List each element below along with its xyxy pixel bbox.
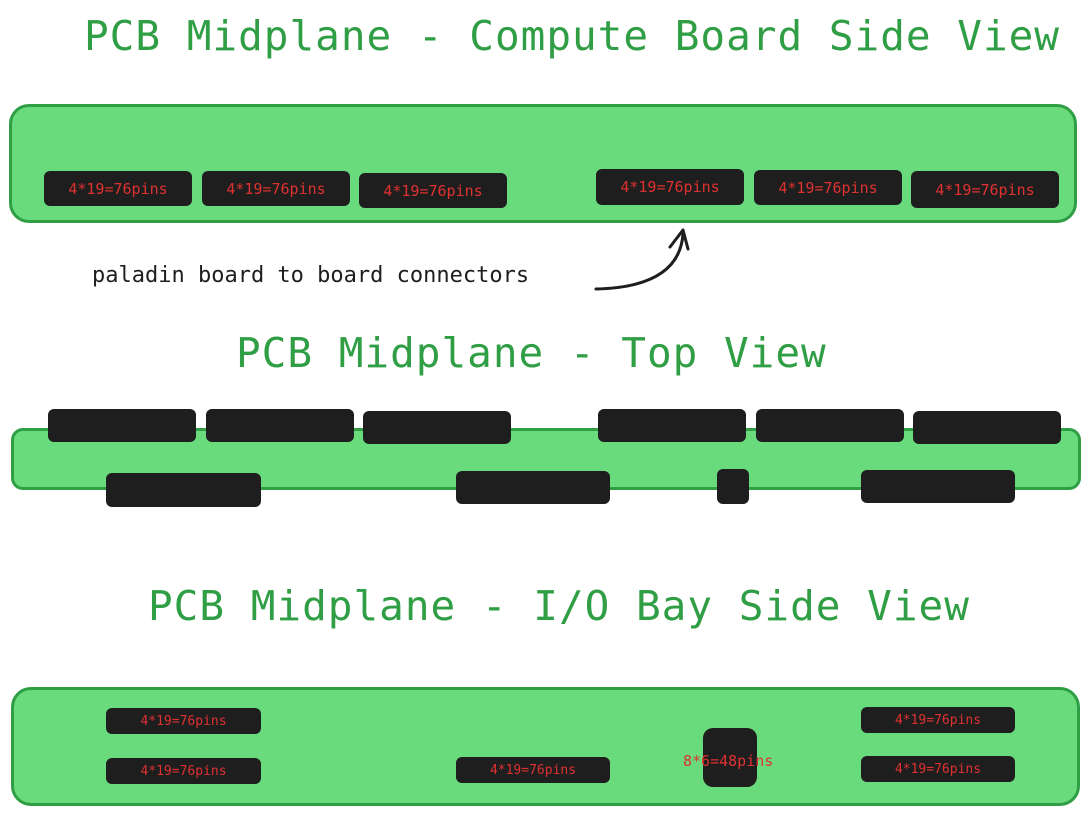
io-center-connector	[703, 728, 757, 787]
compute-connector-4: 4*19=76pins	[596, 169, 744, 205]
top-upper-connector-3	[363, 411, 511, 444]
compute-connector-3: 4*19=76pins	[359, 173, 507, 208]
io-center-connector-label: 8*6=48pins	[683, 752, 774, 770]
top-lower-connector-3	[861, 470, 1015, 503]
compute-connector-6: 4*19=76pins	[911, 171, 1059, 208]
io-connector-3: 4*19=76pins	[456, 757, 610, 783]
top-lower-connector-1	[106, 473, 261, 507]
compute-connector-2: 4*19=76pins	[202, 171, 350, 206]
top-upper-connector-5	[756, 409, 904, 442]
compute-connector-1: 4*19=76pins	[44, 171, 192, 206]
io-connector-1: 4*19=76pins	[106, 708, 261, 734]
io-bay-side-view-title: PCB Midplane - I/O Bay Side View	[148, 582, 970, 630]
io-connector-4: 4*19=76pins	[861, 707, 1015, 733]
top-upper-connector-4	[598, 409, 746, 442]
top-lower-connector-2	[456, 471, 610, 504]
annotation-label: paladin board to board connectors	[92, 263, 530, 288]
io-connector-2: 4*19=76pins	[106, 758, 261, 784]
top-lower-connector-small	[717, 469, 749, 504]
top-upper-connector-6	[913, 411, 1061, 444]
top-upper-connector-1	[48, 409, 196, 442]
io-side-board	[11, 687, 1080, 806]
top-view-title: PCB Midplane - Top View	[236, 329, 827, 377]
io-connector-5: 4*19=76pins	[861, 756, 1015, 782]
compute-side-view-title: PCB Midplane - Compute Board Side View	[84, 12, 1060, 60]
compute-connector-5: 4*19=76pins	[754, 170, 902, 205]
top-upper-connector-2	[206, 409, 354, 442]
